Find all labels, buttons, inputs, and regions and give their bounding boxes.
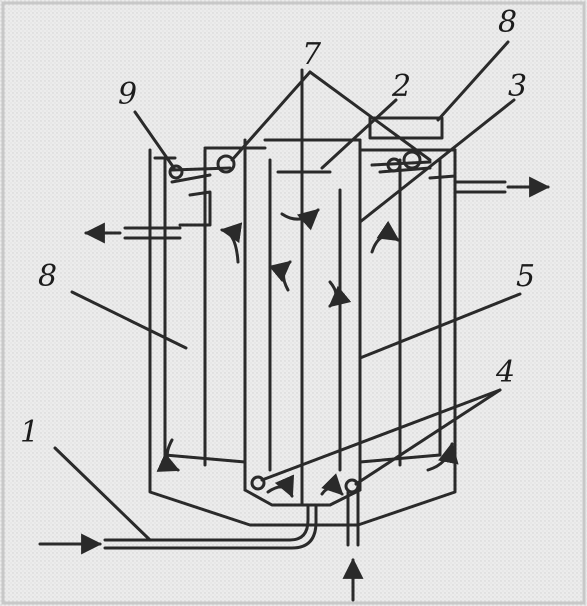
circulation-arrow-4 bbox=[328, 280, 352, 308]
leader-4b bbox=[354, 388, 502, 486]
circulation-arrow-8 bbox=[266, 474, 295, 498]
nozzle-left bbox=[250, 475, 266, 491]
vessel-outer-wall bbox=[148, 148, 457, 527]
label-3: 3 bbox=[508, 69, 528, 104]
top-cover bbox=[368, 116, 444, 140]
top-valve-right bbox=[402, 150, 422, 170]
label-8-cover: 8 bbox=[498, 5, 518, 40]
right-weir-joint bbox=[386, 157, 402, 173]
leader-1 bbox=[53, 446, 152, 542]
circulation-arrow-7 bbox=[426, 441, 459, 472]
leader-2 bbox=[320, 98, 398, 170]
circulation-arrow-9 bbox=[320, 473, 344, 496]
leader-9 bbox=[133, 110, 176, 170]
circulation-arrow-6 bbox=[156, 438, 180, 472]
top-valve-left bbox=[216, 154, 236, 174]
circulation-arrow-2 bbox=[280, 208, 320, 231]
leader-5 bbox=[358, 292, 522, 360]
left-outlet-pipe bbox=[123, 226, 182, 240]
label-8-section: 8 bbox=[38, 259, 58, 294]
label-5: 5 bbox=[516, 259, 536, 294]
circulation-arrow-5 bbox=[370, 220, 400, 254]
leader-3 bbox=[358, 98, 516, 224]
vessel-rim bbox=[153, 138, 457, 160]
label-4: 4 bbox=[496, 355, 516, 390]
label-7: 7 bbox=[302, 37, 322, 72]
label-2: 2 bbox=[392, 69, 412, 104]
leader-8 bbox=[436, 40, 510, 122]
label-1: 1 bbox=[20, 415, 40, 450]
label-9: 9 bbox=[118, 77, 138, 112]
leader-6 bbox=[70, 290, 188, 350]
nozzle-right bbox=[344, 478, 360, 494]
leader-4a bbox=[260, 388, 502, 482]
partition bbox=[268, 158, 342, 472]
leader-7a bbox=[230, 70, 312, 162]
circulation-arrow-3 bbox=[268, 260, 292, 292]
left-weir-joint bbox=[168, 164, 184, 180]
circulation-arrow-1 bbox=[219, 222, 243, 264]
leader-7b bbox=[308, 70, 432, 162]
bottom-inlet-pipe bbox=[346, 490, 360, 547]
central-tube-head bbox=[276, 170, 332, 202]
right-outlet-pipe bbox=[453, 180, 507, 194]
feed-pipe bbox=[103, 503, 318, 550]
